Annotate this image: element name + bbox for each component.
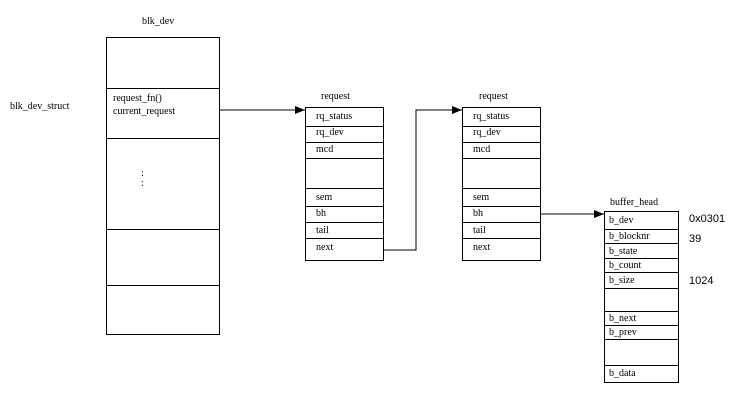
request2-title: request: [479, 91, 508, 102]
buffer-head-b-state: b_state: [609, 246, 638, 257]
arrow-next-to-request2: [384, 106, 462, 251]
request2-sem: sem: [473, 192, 490, 203]
request1-rq-dev: rq_dev: [316, 127, 344, 138]
request1-bh: bh: [316, 208, 326, 219]
buffer-head-divider: [605, 272, 678, 273]
request2-divider: [463, 142, 540, 143]
request-fn-field: request_fn(): [113, 93, 162, 104]
b-size-value: 1024: [689, 275, 714, 287]
buffer-head-b-count: b_count: [609, 260, 642, 271]
request1-divider: [306, 222, 383, 223]
b-dev-value: 0x0301: [689, 213, 726, 225]
buffer-head-b-next: b_next: [609, 313, 637, 324]
buffer-head-divider: [605, 311, 678, 312]
request2-divider: [463, 238, 540, 239]
buffer-head-b-data: b_data: [609, 368, 636, 379]
request2-rq-status: rq_status: [473, 111, 510, 122]
buffer-head-b-dev: b_dev: [609, 215, 634, 226]
request1-sem: sem: [316, 192, 333, 203]
blk-dev-struct-label: blk_dev_struct: [10, 101, 70, 112]
request1-divider: [306, 126, 383, 127]
blk-dev-box: request_fn() current_request : :: [106, 37, 220, 335]
request2-divider: [463, 188, 540, 189]
current-request-field: current_request: [113, 106, 176, 117]
request1-rq-status: rq_status: [316, 111, 353, 122]
request1-title: request: [321, 91, 350, 102]
request1-divider: [306, 238, 383, 239]
request1-divider: [306, 142, 383, 143]
request1-mcd: mcd: [316, 144, 334, 155]
request1-box: rq_status rq_dev mcd sem bh tail next: [305, 107, 384, 261]
blk-dev-divider: [107, 138, 219, 139]
buffer-head-divider: [605, 258, 678, 259]
request2-divider: [463, 126, 540, 127]
blk-dev-divider: [107, 88, 219, 89]
request2-divider: [463, 222, 540, 223]
request1-divider: [306, 188, 383, 189]
buffer-head-divider: [605, 339, 678, 340]
buffer-head-title: buffer_head: [610, 197, 659, 208]
request2-mcd: mcd: [473, 144, 491, 155]
request2-next: next: [473, 242, 491, 253]
request1-divider: [306, 206, 383, 207]
blk-dev-ellipsis: : :: [141, 168, 144, 189]
request2-tail: tail: [473, 225, 486, 236]
blk-dev-title: blk_dev: [142, 16, 175, 27]
buffer-head-b-prev: b_prev: [609, 327, 637, 338]
blk-dev-divider: [107, 229, 219, 230]
buffer-head-divider: [605, 288, 678, 289]
request2-rq-dev: rq_dev: [473, 127, 501, 138]
buffer-head-b-blocknr: b_blocknr: [609, 231, 650, 242]
request1-next: next: [316, 242, 334, 253]
request1-divider: [306, 158, 383, 159]
buffer-head-b-size: b_size: [609, 275, 635, 286]
request1-tail: tail: [316, 225, 329, 236]
request2-divider: [463, 158, 540, 159]
buffer-head-box: b_dev b_blocknr b_state b_count b_size b…: [604, 211, 679, 383]
request2-divider: [463, 206, 540, 207]
buffer-head-divider: [605, 243, 678, 244]
request2-box: rq_status rq_dev mcd sem bh tail next: [462, 107, 541, 261]
buffer-head-divider: [605, 325, 678, 326]
blk-dev-divider: [107, 285, 219, 286]
buffer-head-divider: [605, 365, 678, 366]
buffer-head-divider: [605, 229, 678, 230]
request2-bh: bh: [473, 208, 483, 219]
b-blocknr-value: 39: [689, 233, 702, 245]
